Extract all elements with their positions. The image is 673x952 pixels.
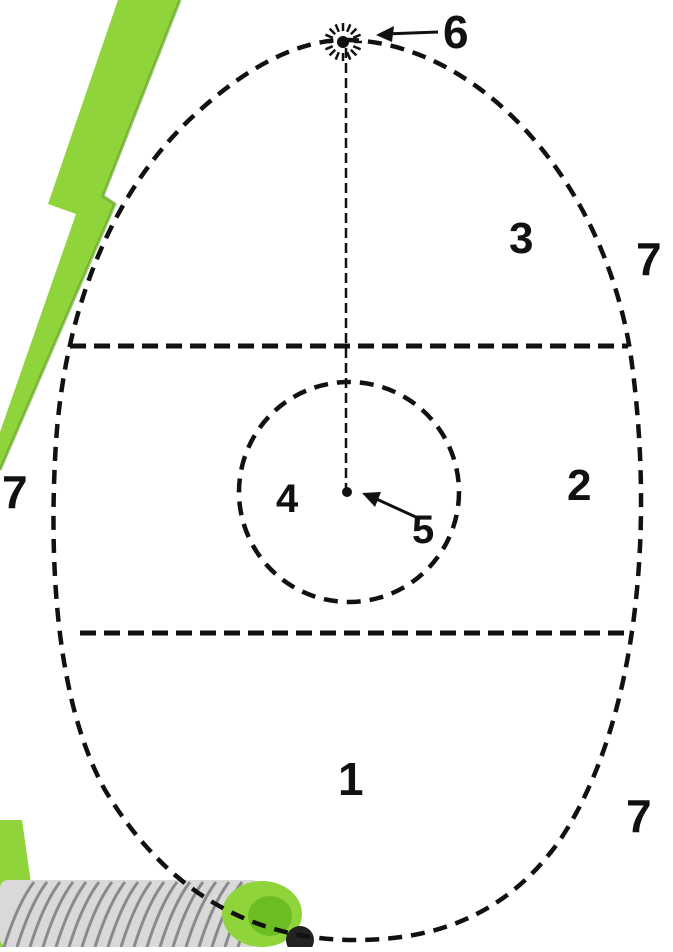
ribbed-coil-icon <box>0 880 314 952</box>
coil-rib <box>93 881 127 948</box>
burst-ray <box>346 51 352 61</box>
coil-rib <box>184 881 218 948</box>
label-pointer-5: 5 <box>412 508 434 552</box>
coil-rib <box>106 881 140 948</box>
label-region-4: 4 <box>276 477 299 521</box>
arrow-to-burst <box>376 26 439 42</box>
burst-ray <box>352 45 362 51</box>
burst-icon <box>324 23 362 61</box>
burst-ray <box>346 23 352 33</box>
label-pointer-6: 6 <box>443 6 469 58</box>
label-outside-bottom-right: 7 <box>626 790 652 842</box>
burst-ray <box>349 27 358 36</box>
coil-rib <box>171 881 205 948</box>
burst-ray <box>328 48 337 57</box>
coil-rib <box>41 881 75 948</box>
coil-rib <box>197 881 231 948</box>
burst-ray <box>352 33 362 39</box>
center-dot <box>342 487 352 497</box>
coil-rib <box>67 881 101 948</box>
burst-ray <box>334 23 340 33</box>
coil-rib <box>54 881 88 948</box>
label-outside-top-right: 7 <box>636 233 662 285</box>
arrow-to-center <box>362 492 419 520</box>
label-region-2: 2 <box>567 461 591 510</box>
coil-rib <box>80 881 114 948</box>
coil-rib <box>2 881 36 948</box>
burst-ray <box>334 51 340 61</box>
burst-ray <box>328 27 337 36</box>
coil-rib <box>145 881 179 948</box>
coil-rib <box>132 881 166 948</box>
burst-ray <box>324 33 334 39</box>
coil-rib <box>158 881 192 948</box>
label-region-3: 3 <box>509 214 533 263</box>
label-outside-left: 7 <box>2 466 28 518</box>
lightning-bolt-icon <box>0 0 182 471</box>
label-region-1: 1 <box>338 753 364 805</box>
coil-rib <box>28 881 62 948</box>
burst-ray <box>349 48 358 57</box>
coil-rib <box>119 881 153 948</box>
coil-rib <box>15 881 49 948</box>
inner-circle <box>236 379 462 605</box>
burst-ray <box>324 45 334 51</box>
